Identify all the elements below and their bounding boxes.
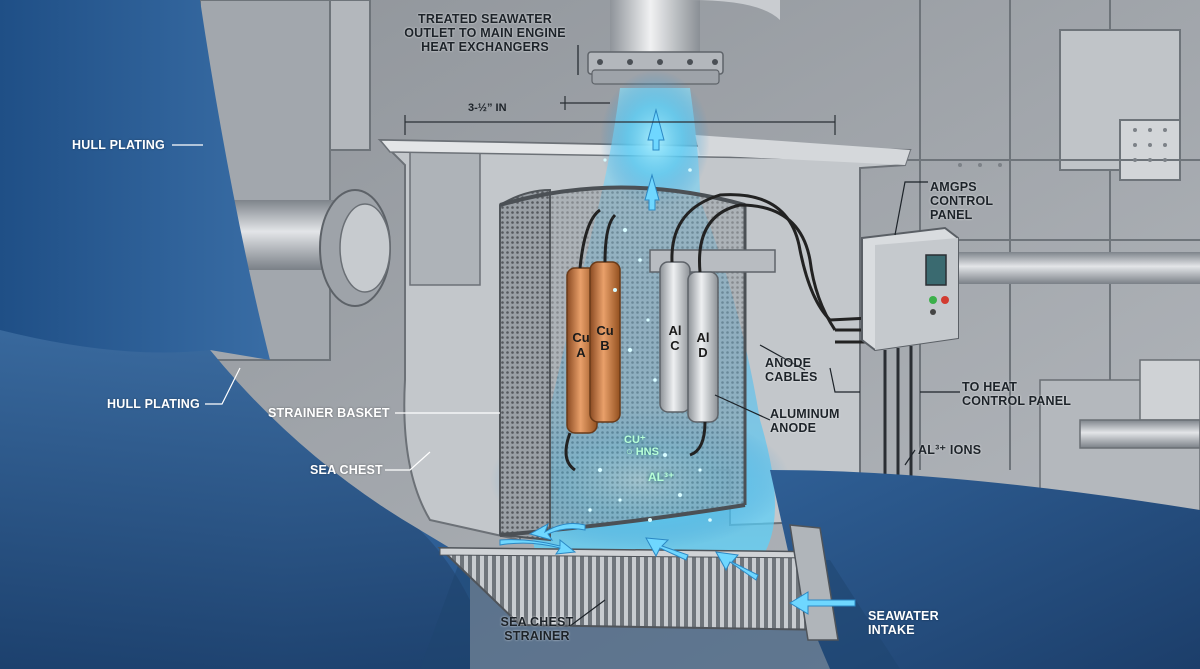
hull-plating-top-label: HULL PLATING bbox=[72, 138, 165, 152]
al-ions-label: AL³⁺ IONS bbox=[918, 443, 982, 457]
anode-cu-b-label: Cu B bbox=[594, 323, 616, 353]
seawater-intake-label-line-1: SEAWATER bbox=[868, 609, 939, 623]
anode-al-c-label: Al C bbox=[664, 323, 686, 353]
cu-ion-label: CU⁺ bbox=[624, 434, 646, 446]
anode-al-d-id: D bbox=[698, 345, 708, 360]
sea-chest-strainer-label-line-2: STRAINER bbox=[504, 629, 570, 643]
flow-arrows bbox=[499, 108, 856, 615]
amgps-label: AMGPS CONTROL PANEL bbox=[930, 180, 993, 222]
anode-cu-b-id: B bbox=[600, 338, 610, 353]
sea-chest-strainer-label: SEA CHEST STRAINER bbox=[492, 615, 582, 643]
outlet-label-line-1: TREATED SEAWATER bbox=[418, 12, 552, 26]
leader-lines-dark bbox=[569, 45, 960, 627]
anode-cables-label: ANODE CABLES bbox=[765, 356, 818, 384]
sea-chest-strainer-label-line-1: SEA CHEST bbox=[500, 615, 574, 629]
hns-ion-label: ○ HNS bbox=[626, 446, 659, 458]
amgps-label-line-2: CONTROL bbox=[930, 194, 994, 208]
amgps-label-line-1: AMGPS bbox=[930, 180, 977, 194]
to-heat-label-line-2: CONTROL PANEL bbox=[962, 394, 1072, 408]
anode-al-d bbox=[687, 271, 719, 423]
anode-al-c-id: C bbox=[670, 338, 680, 353]
hull-plating-right bbox=[770, 470, 1200, 669]
hns-ion-text: HNS bbox=[635, 446, 659, 458]
dimension-label: 3-½” IN bbox=[468, 102, 507, 114]
anode-al-c-metal: Al bbox=[668, 323, 682, 338]
dimension-line bbox=[404, 96, 836, 135]
anodes bbox=[566, 261, 719, 434]
seawater-intake-label-line-2: INTAKE bbox=[868, 623, 915, 637]
right-horizontal-pipe bbox=[950, 252, 1200, 284]
aluminum-anode-label-line-2: ANODE bbox=[770, 421, 817, 435]
anode-cu-a-metal: Cu bbox=[572, 330, 590, 345]
outlet-label-line-3: HEAT EXCHANGERS bbox=[421, 40, 549, 54]
to-heat-label-line-1: TO HEAT bbox=[962, 380, 1018, 394]
strainer-basket-label: STRAINER BASKET bbox=[268, 406, 390, 420]
amgps-label-line-3: PANEL bbox=[930, 208, 973, 222]
background-dots bbox=[958, 128, 1167, 167]
aluminum-anode-label: ALUMINUM ANODE bbox=[770, 407, 840, 435]
anode-cu-b-metal: Cu bbox=[596, 323, 614, 338]
sea-chest-label: SEA CHEST bbox=[310, 463, 383, 477]
amgps-control-panel bbox=[861, 226, 959, 480]
to-heat-label: TO HEAT CONTROL PANEL bbox=[962, 380, 1071, 408]
anode-cu-a-label: Cu A bbox=[570, 330, 592, 360]
anode-cables-label-line-2: CABLES bbox=[765, 370, 818, 384]
outlet-pipe bbox=[587, 0, 780, 85]
anode-al-d-metal: Al bbox=[696, 330, 710, 345]
outlet-label: TREATED SEAWATER OUTLET TO MAIN ENGINE H… bbox=[395, 12, 575, 54]
anode-al-d-label: Al D bbox=[692, 330, 714, 360]
al-ion-label: AL³⁺ bbox=[648, 470, 675, 484]
anode-cables-label-line-1: ANODE bbox=[765, 356, 812, 370]
hull-plating-lower bbox=[0, 330, 470, 669]
anode-cu-a-id: A bbox=[576, 345, 586, 360]
ion-sparkles bbox=[588, 158, 712, 522]
hull-plating-left-label: HULL PLATING bbox=[107, 397, 200, 411]
aluminum-anode-label-line-1: ALUMINUM bbox=[770, 407, 840, 421]
seawater-intake-label: SEAWATER INTAKE bbox=[868, 609, 939, 637]
outlet-label-line-2: OUTLET TO MAIN ENGINE bbox=[404, 26, 566, 40]
leader-lines bbox=[172, 144, 500, 471]
